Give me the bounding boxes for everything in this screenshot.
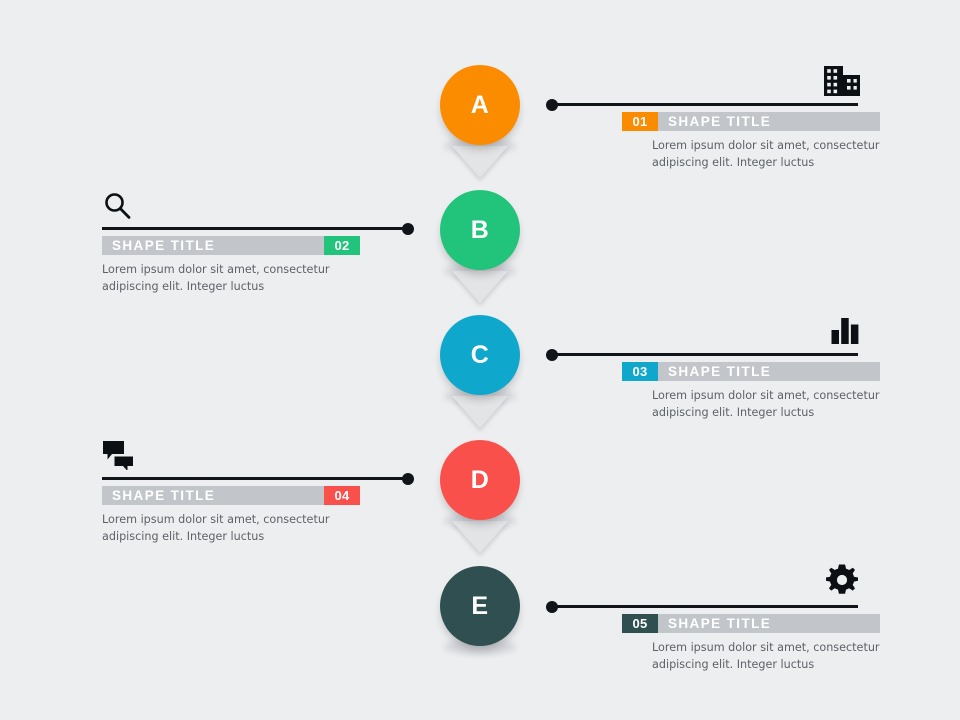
number-badge-03: 03 <box>622 362 658 381</box>
gear-icon <box>825 564 859 601</box>
title-bar-04: SHAPE TITLE 04 <box>102 486 360 505</box>
info-block-04[interactable]: SHAPE TITLE 04 Lorem ipsum dolor sit ame… <box>102 486 360 545</box>
number-badge-05: 05 <box>622 614 658 633</box>
title-bar-02: SHAPE TITLE 02 <box>102 236 360 255</box>
connector-line-05 <box>546 600 858 613</box>
title-bar-05: 05 SHAPE TITLE <box>622 614 880 633</box>
description-03: Lorem ipsum dolor sit amet, consectetur … <box>652 389 880 419</box>
node-shadow-e <box>444 639 516 655</box>
description-02: Lorem ipsum dolor sit amet, consectetur … <box>102 263 330 293</box>
shape-title-02: SHAPE TITLE <box>112 238 216 253</box>
info-block-02[interactable]: SHAPE TITLE 02 Lorem ipsum dolor sit ame… <box>102 236 360 295</box>
shape-title-04: SHAPE TITLE <box>112 488 216 503</box>
connector-arrow-d-e <box>452 521 508 553</box>
chat-bubbles-icon <box>102 440 136 475</box>
number-badge-02: 02 <box>324 236 360 255</box>
node-circle-d[interactable]: D <box>440 440 520 520</box>
node-letter-b: B <box>470 215 490 244</box>
node-letter-c: C <box>470 340 490 369</box>
connector-dot-05 <box>546 600 558 613</box>
node-circle-c[interactable]: C <box>440 315 520 395</box>
node-circle-a[interactable]: A <box>440 65 520 145</box>
bar-chart-icon <box>831 316 859 349</box>
shape-title-05: SHAPE TITLE <box>668 616 772 631</box>
connector-dot-02 <box>402 222 414 235</box>
number-badge-04: 04 <box>324 486 360 505</box>
info-block-01[interactable]: 01 SHAPE TITLE Lorem ipsum dolor sit ame… <box>622 112 880 171</box>
connector-line-04 <box>102 472 414 485</box>
info-block-03[interactable]: 03 SHAPE TITLE Lorem ipsum dolor sit ame… <box>622 362 880 421</box>
node-letter-a: A <box>470 90 490 119</box>
number-badge-01: 01 <box>622 112 658 131</box>
shape-title-03: SHAPE TITLE <box>668 364 772 379</box>
description-01: Lorem ipsum dolor sit amet, consectetur … <box>652 139 880 169</box>
info-block-05[interactable]: 05 SHAPE TITLE Lorem ipsum dolor sit ame… <box>622 614 880 673</box>
connector-line-02 <box>102 222 414 235</box>
node-letter-d: D <box>470 465 490 494</box>
connector-dot-03 <box>546 348 558 361</box>
node-letter-e: E <box>471 591 489 620</box>
connector-dot-01 <box>546 98 558 111</box>
title-bar-01: 01 SHAPE TITLE <box>622 112 880 131</box>
node-circle-b[interactable]: B <box>440 190 520 270</box>
node-circle-e[interactable]: E <box>440 566 520 646</box>
search-icon <box>102 191 132 226</box>
connector-arrow-c-d <box>452 396 508 428</box>
connector-line-01 <box>546 98 858 111</box>
description-05: Lorem ipsum dolor sit amet, consectetur … <box>652 641 880 671</box>
office-building-icon <box>824 66 860 101</box>
description-04: Lorem ipsum dolor sit amet, consectetur … <box>102 513 330 543</box>
connector-arrow-b-c <box>452 271 508 303</box>
title-bar-03: 03 SHAPE TITLE <box>622 362 880 381</box>
connector-arrow-a-b <box>452 146 508 178</box>
shape-title-01: SHAPE TITLE <box>668 114 772 129</box>
connector-line-03 <box>546 348 858 361</box>
connector-dot-04 <box>402 472 414 485</box>
